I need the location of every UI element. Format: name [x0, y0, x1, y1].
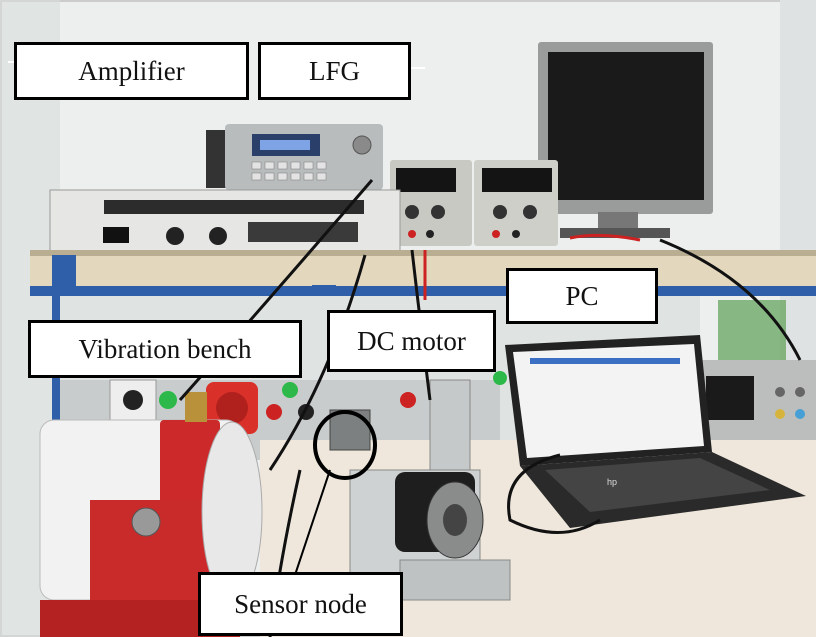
amplifier-device	[49, 189, 401, 255]
label-dc-motor: DC motor	[327, 310, 496, 372]
label-vibration-bench: Vibration bench	[28, 320, 302, 378]
label-pc: PC	[506, 268, 658, 324]
power-supplies	[390, 160, 558, 246]
label-sensor-node: Sensor node	[198, 572, 403, 636]
oscilloscope	[700, 360, 816, 450]
lfg-device	[206, 124, 383, 190]
sensor-node-highlight-circle	[313, 410, 377, 480]
outlets	[109, 371, 507, 434]
label-lfg: LFG	[258, 42, 411, 100]
label-pointer-lines	[8, 61, 425, 591]
laptop-brand: hp	[607, 477, 617, 487]
monitor	[538, 42, 713, 238]
label-amplifier: Amplifier	[14, 42, 249, 100]
laptop	[505, 335, 806, 528]
shelf	[30, 250, 816, 455]
